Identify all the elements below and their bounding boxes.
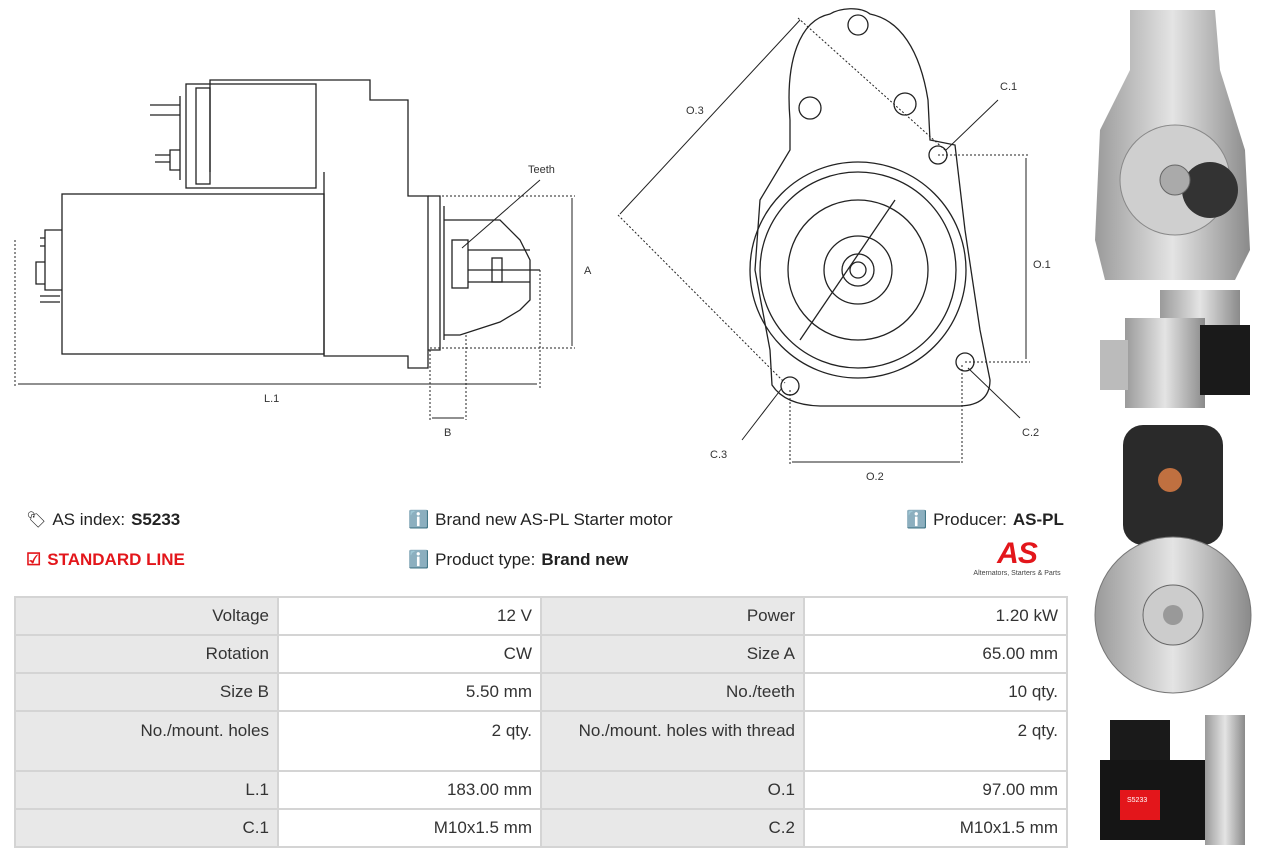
product-type-value: Brand new [541, 550, 629, 569]
as-index: 🏷 AS index: S5233 [26, 510, 180, 530]
spec-label: C.2 [542, 810, 803, 846]
standard-line: ☑ STANDARD LINE [26, 550, 185, 570]
spec-label: Voltage [16, 598, 277, 634]
label-a: A [584, 265, 592, 277]
as-index-label: AS index: [52, 510, 126, 529]
spec-label: No./teeth [542, 674, 803, 710]
product-type-label: Product type: [435, 550, 536, 569]
label-o3: O.3 [686, 105, 704, 117]
spec-value: 1.20 kW [805, 598, 1066, 634]
producer-value: AS-PL [1012, 510, 1064, 529]
description: ℹ️ Brand new AS-PL Starter motor [408, 510, 673, 530]
spec-label: No./mount. holes [16, 712, 277, 770]
photo-rear [1094, 425, 1252, 694]
checkbox-icon: ☑ [26, 550, 42, 569]
technical-drawing: Teeth A B L.1 O.1 O.2 O.3 C.1 C.2 C.3 [14, 8, 1051, 483]
label-l1: L.1 [264, 393, 279, 405]
tags-icon: 🏷 [26, 512, 47, 529]
spec-label: Rotation [16, 636, 277, 672]
photo-front [1095, 10, 1250, 280]
spec-value: 97.00 mm [805, 772, 1066, 808]
producer-label: Producer: [933, 510, 1007, 529]
label-b: B [444, 427, 451, 439]
logo-mark: AS [997, 537, 1038, 570]
label-o2: O.2 [866, 471, 884, 483]
as-index-value: S5233 [131, 510, 181, 529]
description-text: Brand new AS-PL Starter motor [435, 510, 673, 529]
producer: ℹ️ Producer: AS-PL [906, 510, 1064, 530]
info-icon: ℹ️ [408, 550, 430, 569]
spec-value: 10 qty. [805, 674, 1066, 710]
photo-side [1100, 290, 1250, 408]
spec-value: 2 qty. [805, 712, 1066, 770]
spec-value: 12 V [279, 598, 540, 634]
spec-value: 65.00 mm [805, 636, 1066, 672]
spec-value: CW [279, 636, 540, 672]
info-icon: ℹ️ [408, 510, 430, 529]
photo-label-text: S5233 [1127, 797, 1147, 804]
label-c2: C.2 [1022, 427, 1039, 439]
spec-label: L.1 [16, 772, 277, 808]
spec-value: M10x1.5 mm [279, 810, 540, 846]
label-c3: C.3 [710, 449, 727, 461]
spec-value: 183.00 mm [279, 772, 540, 808]
label-o1: O.1 [1033, 259, 1051, 271]
info-icon: ℹ️ [906, 510, 928, 529]
product-photos: S5233 [1094, 10, 1252, 845]
label-teeth: Teeth [528, 164, 555, 176]
spec-label: C.1 [16, 810, 277, 846]
as-pl-logo: AS Alternators, Starters & Parts [962, 537, 1072, 578]
label-c1: C.1 [1000, 81, 1017, 93]
spec-label: No./mount. holes with thread [542, 712, 803, 770]
product-type: ℹ️ Product type: Brand new [408, 550, 628, 570]
spec-label: Size B [16, 674, 277, 710]
photo-side-labelled: S5233 [1100, 715, 1245, 845]
spec-value: 2 qty. [279, 712, 540, 770]
spec-label: Size A [542, 636, 803, 672]
spec-value: M10x1.5 mm [805, 810, 1066, 846]
front-view [749, 8, 991, 407]
line-label: STANDARD LINE [47, 550, 185, 569]
spec-value: 5.50 mm [279, 674, 540, 710]
logo-tagline: Alternators, Starters & Parts [973, 570, 1061, 577]
side-view [35, 79, 540, 369]
spec-label: O.1 [542, 772, 803, 808]
spec-label: Power [542, 598, 803, 634]
